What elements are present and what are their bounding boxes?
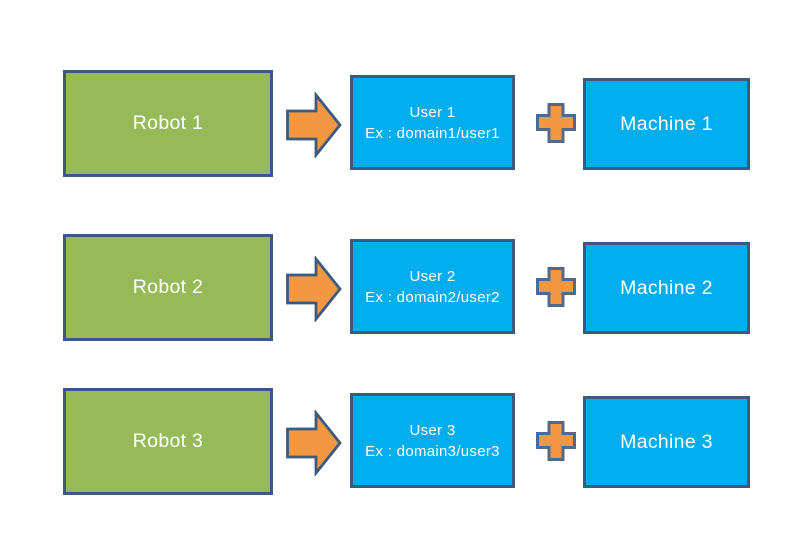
user-name-label: User 1 xyxy=(409,103,456,121)
user-example-label: Ex : domain2/user2 xyxy=(365,288,500,306)
plus-icon xyxy=(536,421,576,461)
robot-label: Robot 1 xyxy=(132,112,204,134)
user-box: User 1 Ex : domain1/user1 xyxy=(350,75,515,170)
arrow-right-icon xyxy=(286,256,342,322)
machine-label: Machine 1 xyxy=(620,112,713,135)
user-name-label: User 3 xyxy=(409,421,456,439)
machine-label: Machine 3 xyxy=(620,430,713,453)
robot-label: Robot 2 xyxy=(132,276,204,298)
user-example-label: Ex : domain3/user3 xyxy=(365,442,500,460)
diagram-row: Robot 3 User 3 Ex : domain3/user3 Machin… xyxy=(0,387,791,497)
plus-icon xyxy=(536,103,576,143)
machine-label: Machine 2 xyxy=(620,276,713,299)
arrow-right-icon xyxy=(286,92,342,158)
user-name-label: User 2 xyxy=(409,267,456,285)
machine-box: Machine 3 xyxy=(583,396,750,488)
diagram-row: Robot 2 User 2 Ex : domain2/user2 Machin… xyxy=(0,233,791,343)
machine-box: Machine 2 xyxy=(583,242,750,334)
robot-label: Robot 3 xyxy=(132,430,204,452)
user-example-label: Ex : domain1/user1 xyxy=(365,124,500,142)
robot-box: Robot 2 xyxy=(63,234,273,341)
user-box: User 3 Ex : domain3/user3 xyxy=(350,393,515,488)
user-box: User 2 Ex : domain2/user2 xyxy=(350,239,515,334)
arrow-right-icon xyxy=(286,410,342,476)
diagram-row: Robot 1 User 1 Ex : domain1/user1 Machin… xyxy=(0,69,791,179)
robot-box: Robot 1 xyxy=(63,70,273,177)
robot-box: Robot 3 xyxy=(63,388,273,495)
plus-icon xyxy=(536,267,576,307)
machine-box: Machine 1 xyxy=(583,78,750,170)
